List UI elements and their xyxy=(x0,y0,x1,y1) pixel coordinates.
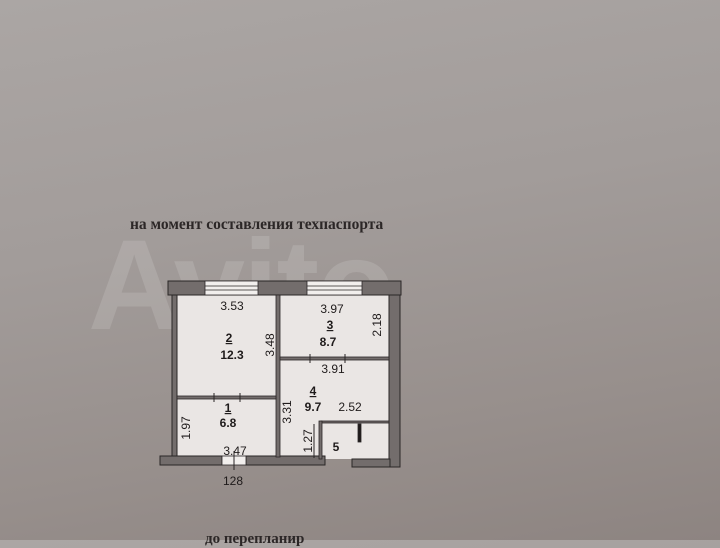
dim-2-18: 2.18 xyxy=(370,313,384,337)
dim-2-52: 2.52 xyxy=(338,400,362,414)
room-2-number: 2 xyxy=(226,331,233,345)
dim-3-91: 3.91 xyxy=(321,362,345,376)
plan-heading: на момент составления техпаспорта xyxy=(130,216,384,233)
wall-top xyxy=(167,280,402,296)
room-4-number: 4 xyxy=(310,384,317,398)
wall-bottom-right xyxy=(351,458,391,468)
wall-room5-top xyxy=(320,420,390,424)
dim-128: 128 xyxy=(223,474,243,488)
dim-3-97: 3.97 xyxy=(320,302,344,316)
room-3-number: 3 xyxy=(327,318,334,332)
wall-room5-left xyxy=(318,420,323,460)
room-3-area: 8.7 xyxy=(320,335,337,349)
wall-2-1 xyxy=(176,395,277,400)
window-right xyxy=(306,280,363,296)
wall-bottom-mid xyxy=(245,455,326,466)
room-4-area: 9.7 xyxy=(305,400,322,414)
dim-1-97: 1.97 xyxy=(179,416,193,440)
wall-3-4 xyxy=(279,356,390,361)
wall-left xyxy=(171,294,178,458)
wall-right xyxy=(388,294,401,468)
window-left xyxy=(204,280,259,296)
room-5-number: 5 xyxy=(333,440,340,454)
wall-bottom-left xyxy=(159,455,223,466)
dim-3-48: 3.48 xyxy=(263,333,277,357)
room5-fixture xyxy=(357,423,362,443)
dim-3-47: 3.47 xyxy=(223,444,247,458)
dim-3-53: 3.53 xyxy=(220,299,244,313)
dim-3-31: 3.31 xyxy=(280,400,294,424)
room-2-area: 12.3 xyxy=(220,348,244,362)
dim-1-27: 1.27 xyxy=(301,429,315,453)
room-1-number: 1 xyxy=(225,401,232,415)
room-1-area: 6.8 xyxy=(220,416,237,430)
wall-interior-vertical xyxy=(275,294,281,458)
